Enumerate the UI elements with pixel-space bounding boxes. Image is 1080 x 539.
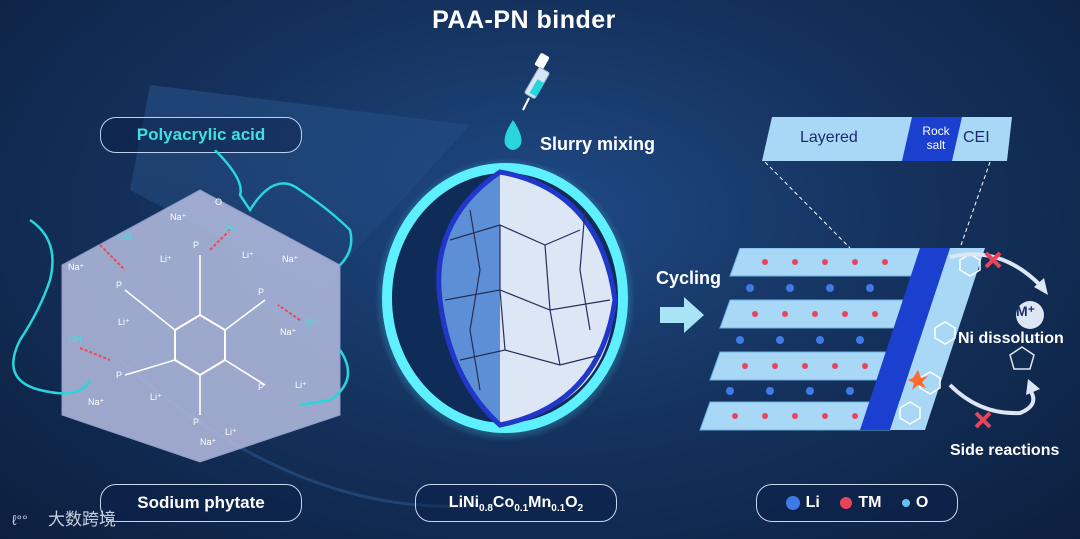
polyacrylic-acid-label: Polyacrylic acid: [100, 117, 302, 153]
sodium-phytate-label: Sodium phytate: [100, 484, 302, 522]
rock-salt-label: Rock salt: [922, 124, 950, 152]
dropper-icon: [522, 53, 550, 111]
svg-text:P: P: [116, 280, 122, 290]
phytate-hexagon: [61, 189, 341, 463]
nmc-formula-label: LiNi0.8Co0.1Mn0.1O2: [415, 484, 617, 522]
watermark: ℓ°°大数跨境: [12, 510, 116, 529]
water-drop-icon: [504, 120, 522, 150]
cathode-particle: [375, 158, 635, 442]
svg-text:Li⁺: Li⁺: [118, 317, 130, 327]
cei-label: CEI: [963, 129, 990, 146]
slurry-mixing-label: Slurry mixing: [540, 134, 656, 154]
svg-text:Li⁺: Li⁺: [225, 427, 237, 437]
paa-chain-right: [299, 349, 350, 407]
m-plus-label: M⁺: [1016, 303, 1036, 319]
ni-dissolution-label: Ni dissolution: [958, 330, 1064, 347]
svg-text:Li⁺: Li⁺: [160, 254, 172, 264]
metal-ion-sphere: [1016, 301, 1044, 329]
svg-text:Li⁺: Li⁺: [150, 392, 162, 402]
cycling-arrow-icon: [660, 297, 704, 333]
svg-text:Li⁺: Li⁺: [242, 250, 254, 260]
watermark-logo-icon: ℓ°°: [12, 512, 28, 528]
diagram-title: PAA-PN binder: [432, 6, 616, 34]
cycling-label: Cycling: [656, 268, 722, 288]
svg-text:O: O: [215, 197, 222, 207]
svg-text:P: P: [258, 382, 264, 392]
legend-item-o: O: [901, 485, 928, 521]
svg-text:P: P: [116, 370, 122, 380]
svg-text:Na⁺: Na⁺: [88, 397, 105, 407]
svg-text:Na⁺: Na⁺: [280, 327, 297, 337]
layered-label: Layered: [800, 129, 858, 146]
legend-item-tm: TM: [840, 485, 881, 521]
svg-text:Li⁺: Li⁺: [295, 380, 307, 390]
reaction-arrows: [948, 251, 1048, 429]
layer-banner: [762, 117, 1012, 161]
paa-chain-top: [214, 150, 353, 266]
legend: Li TM O: [756, 484, 958, 522]
svg-text:Na⁺: Na⁺: [200, 437, 217, 447]
svg-text:Na⁺: Na⁺: [282, 254, 299, 264]
side-reactions-label: Side reactions: [950, 442, 1060, 459]
svg-text:P: P: [193, 417, 199, 427]
svg-text:OH: OH: [118, 232, 132, 242]
crystal-lattice: [699, 248, 985, 431]
svg-text:OH: OH: [305, 317, 319, 327]
svg-text:Na⁺: Na⁺: [68, 262, 85, 272]
svg-text:Na⁺: Na⁺: [170, 212, 187, 222]
atom-label: P: [193, 240, 199, 250]
legend-item-li: Li: [785, 485, 820, 521]
svg-text:OH: OH: [225, 224, 239, 234]
zoom-lines: [764, 161, 991, 249]
phytate-molecule-diagram: P P P P P P Na⁺ Li⁺ Li⁺ Na⁺ Li⁺ Na⁺ Li⁺ …: [12, 150, 353, 463]
svg-text:P: P: [258, 287, 264, 297]
paa-chain-left: [12, 218, 92, 395]
carbonate-icon: [1009, 346, 1035, 370]
svg-text:OH: OH: [68, 334, 82, 344]
